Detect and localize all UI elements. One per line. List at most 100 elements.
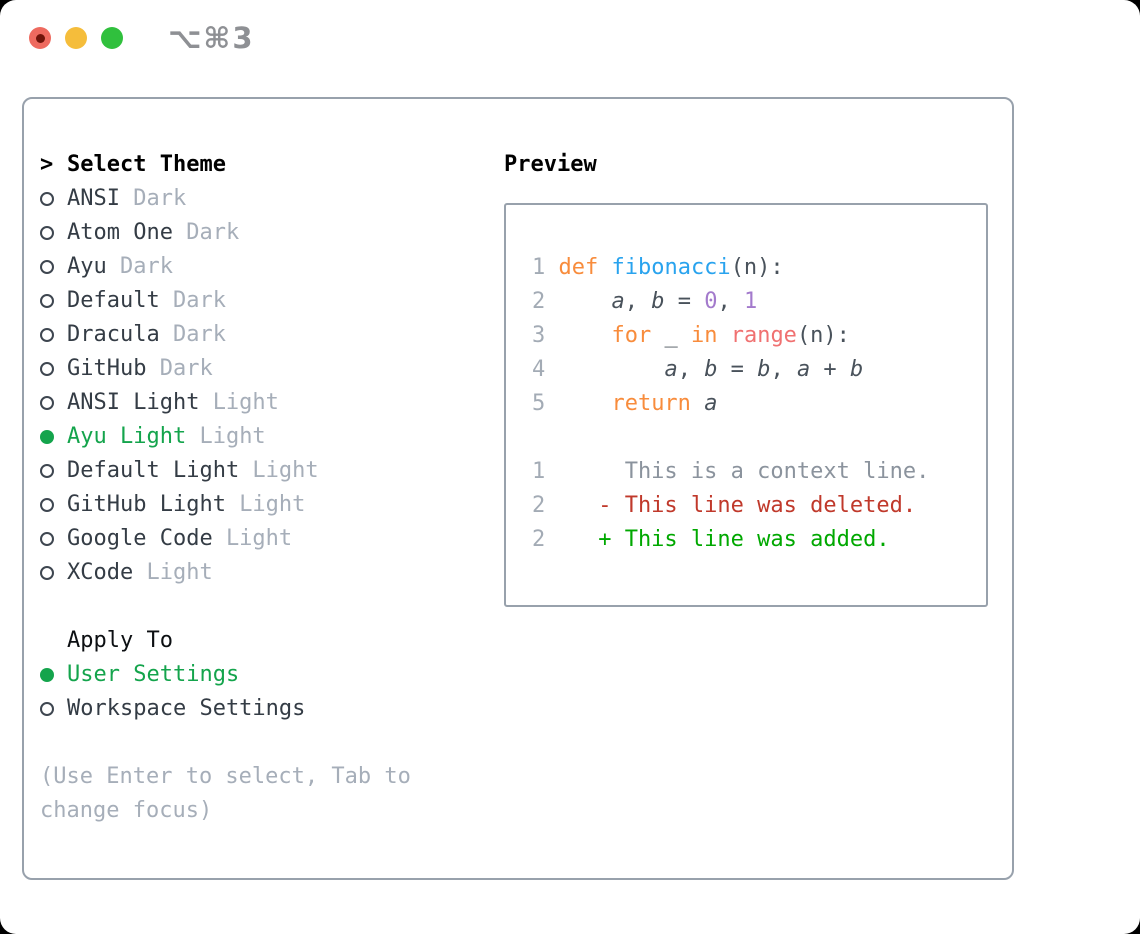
- theme-name: GitHub Light: [67, 492, 226, 517]
- theme-variant-label: Dark: [119, 254, 173, 279]
- radio-unselected-icon: [40, 192, 54, 206]
- radio-bullet-box: [40, 294, 67, 308]
- theme-name: Ayu Light: [67, 424, 187, 449]
- apply-option-label: Workspace Settings: [67, 696, 306, 721]
- radio-unselected-icon: [40, 294, 54, 308]
- titlebar: ⌥⌘3: [0, 0, 1140, 76]
- zoom-button[interactable]: [101, 27, 123, 49]
- theme-name: ANSI Light: [67, 390, 200, 415]
- theme-option-default[interactable]: Default Dark: [40, 284, 504, 318]
- radio-bullet-box: [40, 362, 67, 376]
- radio-selected-icon: [40, 430, 54, 444]
- theme-option-ansi[interactable]: ANSI Dark: [40, 182, 504, 216]
- radio-bullet-box: [40, 396, 67, 410]
- spacer: [40, 590, 504, 624]
- theme-name: Ayu: [67, 254, 107, 279]
- theme-option-github-light[interactable]: GitHub Light Light: [40, 488, 504, 522]
- radio-bullet-box: [40, 260, 67, 274]
- code-content: return a: [611, 391, 718, 416]
- line-number: 2: [532, 493, 546, 518]
- radio-selected-icon: [40, 668, 54, 682]
- radio-bullet-box: [40, 566, 67, 580]
- theme-name: Dracula: [67, 322, 160, 347]
- diff-text: + This line was added.: [558, 527, 890, 552]
- theme-name: Default Light: [67, 458, 240, 483]
- code-line: 2 a, b = 0, 1: [532, 285, 986, 319]
- theme-variant-label: Dark: [172, 288, 226, 313]
- code-content: for _ in range(n):: [611, 323, 850, 348]
- theme-name: Atom One: [67, 220, 173, 245]
- theme-option-ayu[interactable]: Ayu Dark: [40, 250, 504, 284]
- radio-unselected-icon: [40, 328, 54, 342]
- theme-name: ANSI: [67, 186, 120, 211]
- preview-heading: Preview: [504, 152, 597, 177]
- radio-unselected-icon: [40, 260, 54, 274]
- theme-variant-label: Light: [225, 526, 293, 551]
- code-preview: 1 def fibonacci(n): 2 a, b = 0, 1 3 for _ i…: [532, 251, 986, 421]
- theme-name: GitHub: [67, 356, 147, 381]
- theme-variant-label: Dark: [172, 322, 226, 347]
- preview-column: Preview 1 def fibonacci(n): 2 a, b = 0, 1 3…: [504, 148, 1012, 878]
- close-button[interactable]: [29, 27, 51, 49]
- radio-unselected-icon: [40, 464, 54, 478]
- radio-unselected-icon: [40, 226, 54, 240]
- radio-bullet-box: [40, 192, 67, 206]
- theme-name: XCode: [67, 560, 134, 585]
- diff-line-deleted: 2 - This line was deleted.: [532, 489, 986, 523]
- radio-bullet-box: [40, 702, 67, 716]
- radio-bullet-box: [40, 532, 67, 546]
- theme-option-ayu-light[interactable]: Ayu Light Light: [40, 420, 504, 454]
- theme-name: Default: [67, 288, 160, 313]
- code-line: 1 def fibonacci(n):: [532, 251, 986, 285]
- keyboard-hint-text: (Use Enter to select, Tab to change focu…: [40, 764, 411, 823]
- theme-variant-label: Dark: [133, 186, 187, 211]
- radio-unselected-icon: [40, 498, 54, 512]
- theme-name: Google Code: [67, 526, 213, 551]
- diff-preview: 1 This is a context line.2 - This line w…: [532, 455, 986, 557]
- apply-option-workspace-settings[interactable]: Workspace Settings: [40, 692, 504, 726]
- line-number: 5: [532, 391, 546, 416]
- line-number: 2: [532, 527, 546, 552]
- apply-to-heading: Apply To: [67, 628, 173, 653]
- apply-option-label: User Settings: [67, 662, 240, 687]
- minimize-button[interactable]: [65, 27, 87, 49]
- theme-option-ansi-light[interactable]: ANSI Light Light: [40, 386, 504, 420]
- radio-bullet-box: [40, 464, 67, 478]
- radio-bullet-box: [40, 430, 67, 444]
- theme-variant-label: Light: [239, 492, 306, 517]
- line-number: 3: [532, 323, 546, 348]
- theme-variant-label: Dark: [159, 356, 213, 381]
- code-content: a, b = b, a + b: [664, 357, 864, 382]
- diff-line-context: 1 This is a context line.: [532, 455, 986, 489]
- theme-option-google-code[interactable]: Google Code Light: [40, 522, 504, 556]
- spacer: [40, 726, 504, 760]
- theme-option-xcode[interactable]: XCode Light: [40, 556, 504, 590]
- theme-variant-label: Light: [199, 424, 266, 449]
- radio-unselected-icon: [40, 702, 54, 716]
- line-number: 2: [532, 289, 546, 314]
- theme-option-dracula[interactable]: Dracula Dark: [40, 318, 504, 352]
- line-number: 4: [532, 357, 546, 382]
- theme-option-atom-one[interactable]: Atom One Dark: [40, 216, 504, 250]
- code-line: 4 a, b = b, a + b: [532, 353, 986, 387]
- apply-to-header-row: Apply To: [40, 624, 504, 658]
- code-content: def fibonacci(n):: [558, 255, 784, 280]
- code-content: a, b = 0, 1: [611, 289, 758, 314]
- radio-unselected-icon: [40, 396, 54, 410]
- radio-unselected-icon: [40, 566, 54, 580]
- theme-preview-box: 1 def fibonacci(n): 2 a, b = 0, 1 3 for _ i…: [504, 203, 988, 607]
- line-number: 1: [532, 459, 546, 484]
- radio-bullet-box: [40, 328, 67, 342]
- theme-variant-label: Dark: [186, 220, 240, 245]
- theme-variant-label: Light: [146, 560, 213, 585]
- apply-option-user-settings[interactable]: User Settings: [40, 658, 504, 692]
- theme-variant-label: Light: [212, 390, 279, 415]
- theme-option-github[interactable]: GitHub Dark: [40, 352, 504, 386]
- select-theme-heading: Select Theme: [67, 152, 226, 177]
- line-number: 1: [532, 255, 546, 280]
